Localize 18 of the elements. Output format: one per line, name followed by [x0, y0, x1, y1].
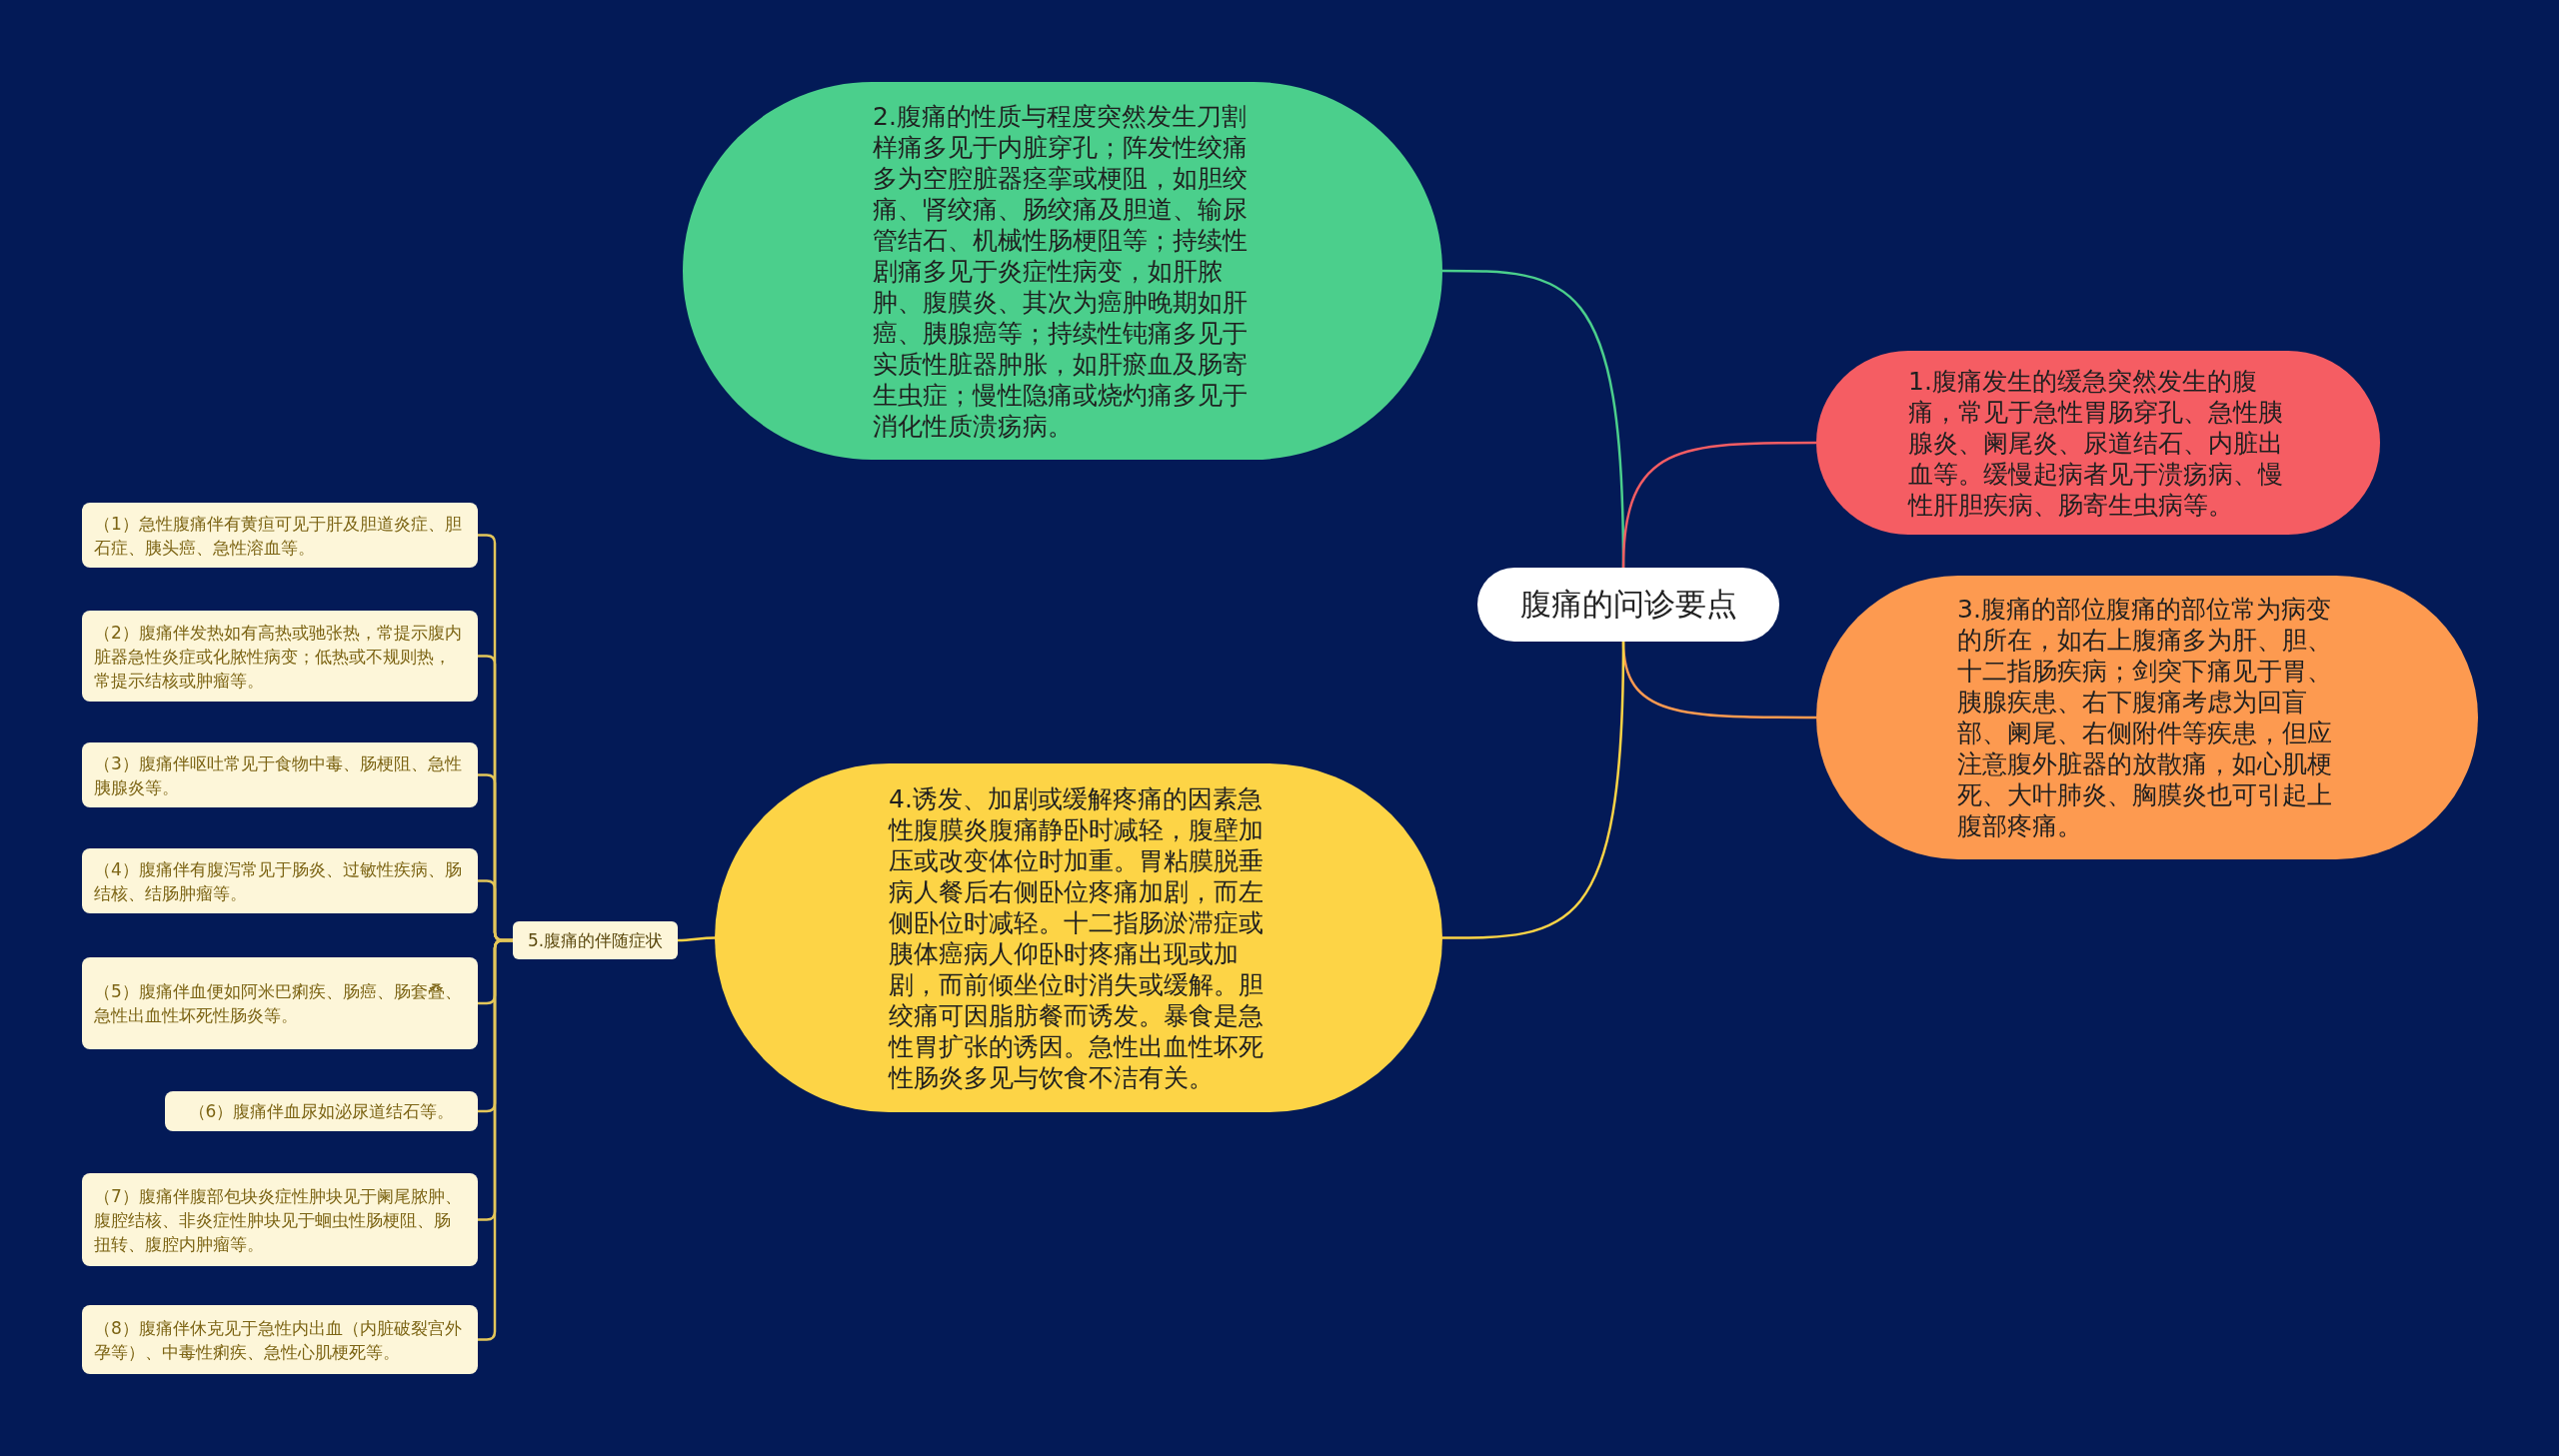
detail-box: （4）腹痛伴有腹泻常见于肠炎、过敏性疾病、肠结核、结肠肿瘤等。 [82, 848, 478, 913]
detail-box: （8）腹痛伴休克见于急性内出血（内脏破裂宫外孕等）、中毒性痢疾、急性心肌梗死等。 [82, 1305, 478, 1374]
topic-bubble: 2.腹痛的性质与程度突然发生刀割样痛多见于内脏穿孔；阵发性绞痛多为空腔脏器痉挛或梗阻，如胆绞痛、肾绞痛、肠绞痛及胆道、输尿管结石、机械性肠梗阻等；持续性剧痛多见于炎症性病变，如肝脓肿、腹膜炎、其次为癌肿晚期如肝癌、胰腺癌等；持续性钝痛多见于实质性脏器肿胀，如肝瘀血及肠寄生虫症；慢性隐痛或烧灼痛多见于消化性质溃疡病。 [683, 82, 1442, 460]
topic-bubble: 1.腹痛发生的缓急突然发生的腹痛，常见于急性胃肠穿孔、急性胰腺炎、阑尾炎、尿道结石、内脏出血等。缓慢起病者见于溃疡病、慢性肝胆疾病、肠寄生虫病等。 [1816, 351, 2380, 535]
detail-box: （6）腹痛伴血尿如泌尿道结石等。 [165, 1091, 478, 1131]
detail-box: （5）腹痛伴血便如阿米巴痢疾、肠癌、肠套叠、急性出血性坏死性肠炎等。 [82, 957, 478, 1049]
topic-bubble: 3.腹痛的部位腹痛的部位常为病变的所在，如右上腹痛多为肝、胆、十二指肠疾病；剑突下痛见于胃、胰腺疾患、右下腹痛考虑为回盲部、阑尾、右侧附件等疾患，但应注意腹外脏器的放散痛，如心肌梗死、大叶肺炎、胸膜炎也可引起上腹部疼痛。 [1816, 576, 2478, 859]
connector-line [1621, 441, 1816, 569]
connector-line [678, 936, 715, 942]
connector-line [478, 938, 513, 1341]
detail-box: （3）腹痛伴呕吐常见于食物中毒、肠梗阻、急性胰腺炎等。 [82, 742, 478, 807]
central-topic: 腹痛的问诊要点 [1477, 568, 1779, 642]
connector-line [1442, 641, 1625, 939]
detail-box: （2）腹痛伴发热如有高热或驰张热，常提示腹内脏器急性炎症或化脓性病变；低热或不规则热，常提示结核或肿瘤等。 [82, 611, 478, 702]
topic-bubble: 4.诱发、加剧或缓解疼痛的因素急性腹膜炎腹痛静卧时减轻，腹壁加压或改变体位时加重。胃粘膜脱垂病人餐后右侧卧位疼痛加剧，而左侧卧位时减轻。十二指肠淤滞症或胰体癌病人仰卧时疼痛出现或加剧，而前倾坐位时消失或缓解。胆绞痛可因脂肪餐而诱发。暴食是急性胃扩张的诱因。急性出血性坏死性肠炎多见与饮食不洁有关。 [715, 763, 1442, 1112]
detail-box: （7）腹痛伴腹部包块炎症性肿块见于阑尾脓肿、腹腔结核、非炎症性肿块见于蛔虫性肠梗阻、肠扭转、腹腔内肿瘤等。 [82, 1173, 478, 1266]
detail-box: （1）急性腹痛伴有黄疸可见于肝及胆道炎症、胆石症、胰头癌、急性溶血等。 [82, 503, 478, 568]
subtopic-box: 5.腹痛的伴随症状 [513, 921, 678, 959]
